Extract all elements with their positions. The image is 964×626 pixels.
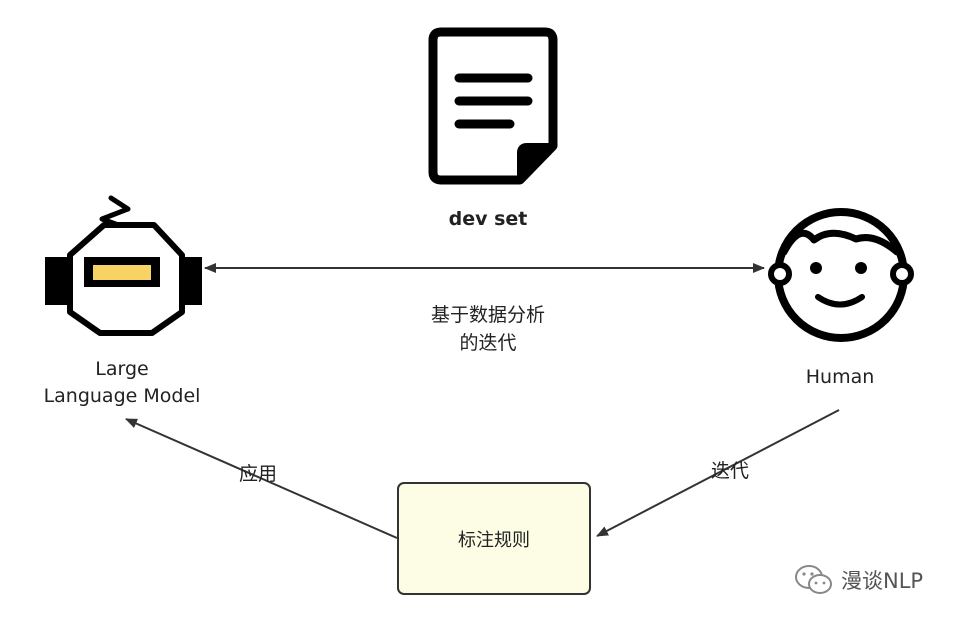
- iteration-edge-label: 基于数据分析 的迭代: [388, 301, 588, 357]
- iteration-edge-label-line1: 基于数据分析: [430, 304, 545, 326]
- watermark-text: 漫谈NLP: [841, 569, 924, 593]
- apply-arrow: [125, 418, 398, 539]
- apply-edge-label: 应用: [238, 463, 277, 485]
- document-icon: [428, 27, 558, 185]
- iterate-arrow: [596, 409, 840, 537]
- wechat-icon: [795, 565, 832, 594]
- llm-label-line2: Language Model: [43, 385, 201, 407]
- face-icon: [768, 208, 914, 342]
- watermark: 漫谈NLP: [793, 563, 923, 597]
- iterate-edge-label: 迭代: [710, 460, 749, 482]
- annotation-rules-label: 标注规则: [458, 529, 530, 551]
- robot-icon: [45, 195, 202, 336]
- document-label: dev set: [448, 208, 528, 230]
- iteration-edge-label-line2: 的迭代: [459, 332, 517, 354]
- llm-label-line1: Large: [95, 358, 149, 380]
- annotation-rules-node: 标注规则: [397, 482, 591, 595]
- human-label: Human: [805, 366, 875, 388]
- llm-label: Large Language Model: [12, 356, 232, 410]
